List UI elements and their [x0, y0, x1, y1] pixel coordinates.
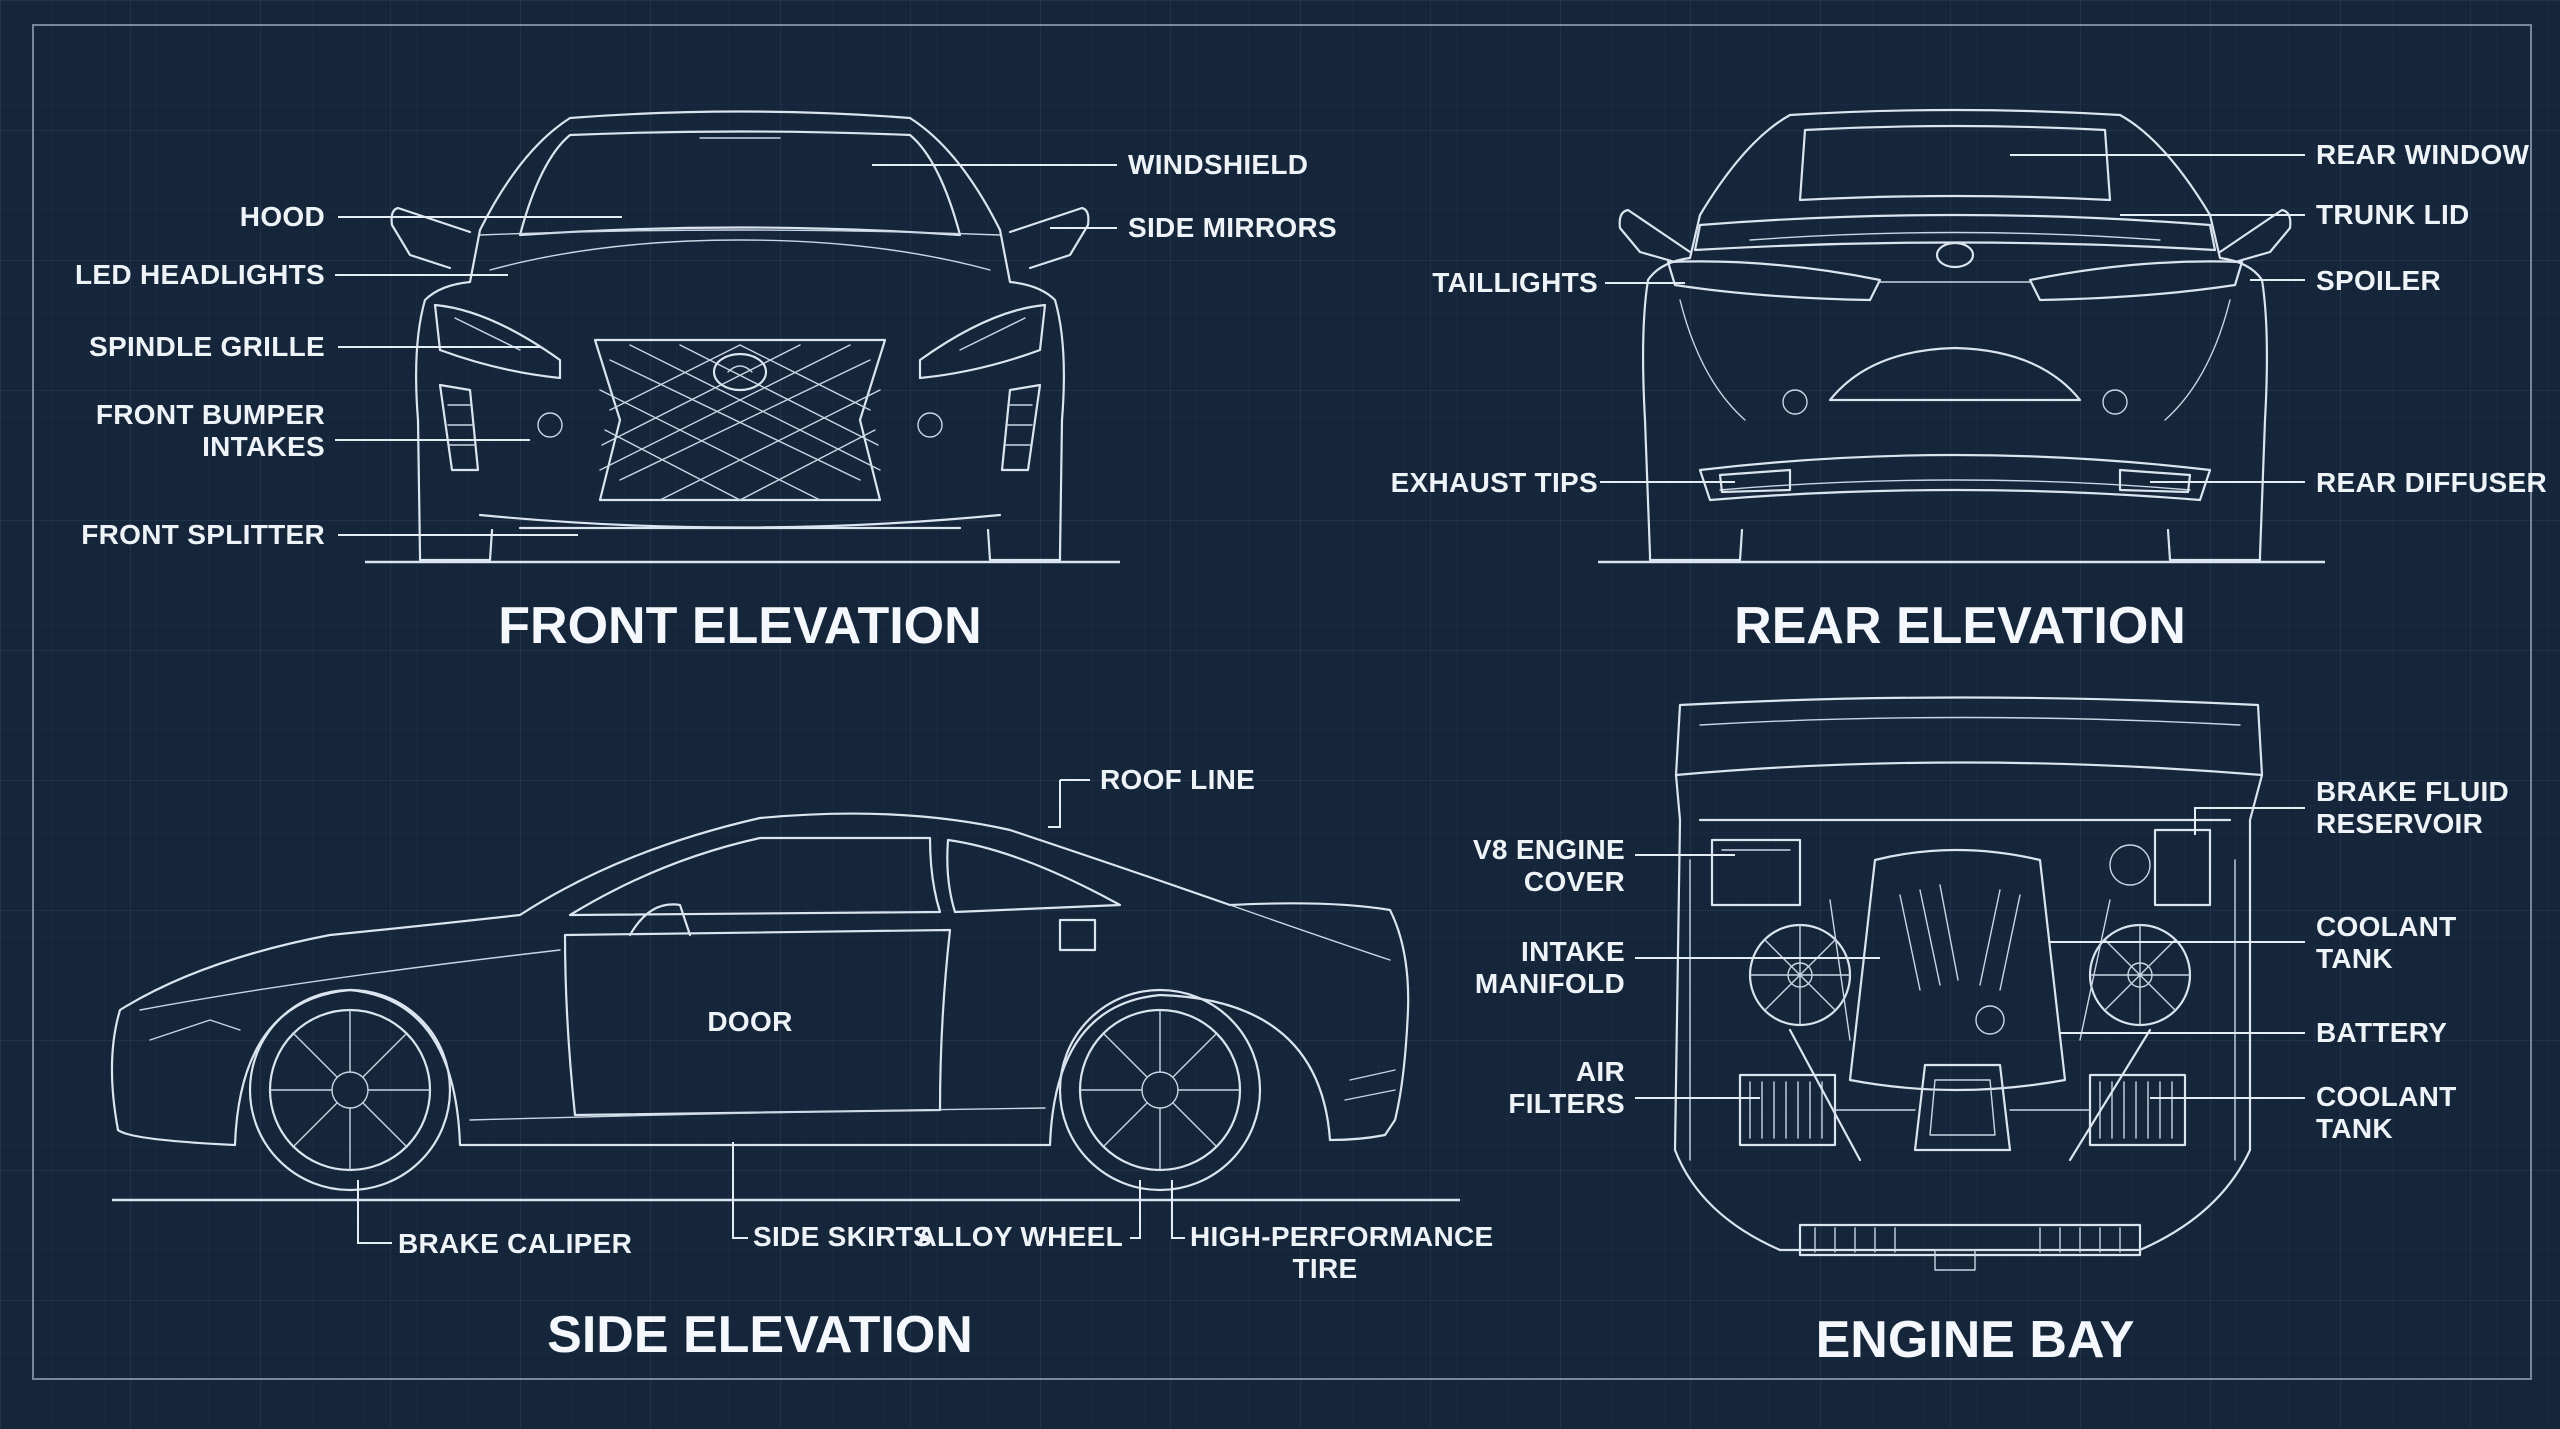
label-brake-fluid-line2: RESERVOIR	[2316, 808, 2484, 839]
label-battery: BATTERY	[2316, 1017, 2448, 1048]
label-intake-line2: MANIFOLD	[1474, 968, 1625, 999]
label-v8-cover-line2: COVER	[1523, 866, 1625, 897]
label-front-bumper-line2: INTAKES	[202, 431, 325, 462]
label-tire-line1: HIGH-PERFORMANCE	[1190, 1221, 1494, 1252]
label-roof-line: ROOF LINE	[1100, 764, 1256, 795]
label-side-skirts: SIDE SKIRTS	[753, 1221, 933, 1252]
label-coolant-tank-b-line1: COOLANT	[2316, 1081, 2457, 1112]
front-view-car	[365, 110, 1120, 564]
label-air-filters-line1: AIR	[1575, 1056, 1625, 1087]
label-led-headlights: LED HEADLIGHTS	[75, 259, 325, 290]
side-view-car	[110, 812, 1460, 1202]
label-door: DOOR	[707, 1006, 793, 1037]
title-front-elevation: FRONT ELEVATION	[498, 597, 982, 655]
label-brake-fluid-line1: BRAKE FLUID	[2316, 776, 2510, 807]
label-rear-diffuser: REAR DIFFUSER	[2316, 467, 2548, 498]
title-engine-bay: ENGINE BAY	[1815, 1311, 2135, 1369]
label-windshield: WINDSHIELD	[1128, 149, 1309, 180]
label-tire-line2: TIRE	[1292, 1253, 1358, 1284]
engine-leaders	[1635, 807, 2305, 1099]
label-intake-line1: INTAKE	[1521, 936, 1625, 967]
label-exhaust-tips: EXHAUST TIPS	[1390, 467, 1598, 498]
label-coolant-tank-a-line2: TANK	[2316, 943, 2393, 974]
label-air-filters-line2: FILTERS	[1508, 1088, 1625, 1119]
label-side-mirrors: SIDE MIRRORS	[1128, 212, 1337, 243]
side-leaders	[357, 779, 1185, 1244]
rear-view-car	[1598, 108, 2325, 564]
front-leaders	[335, 164, 1117, 536]
rear-leaders	[1600, 154, 2305, 483]
label-coolant-tank-b-line2: TANK	[2316, 1113, 2393, 1144]
label-coolant-tank-a-line1: COOLANT	[2316, 911, 2457, 942]
label-hood: HOOD	[239, 201, 325, 232]
label-spoiler: SPOILER	[2316, 265, 2442, 296]
label-v8-cover-line1: V8 ENGINE	[1472, 834, 1625, 865]
title-rear-elevation: REAR ELEVATION	[1734, 597, 2186, 655]
label-alloy-wheel: ALLOY WHEEL	[916, 1221, 1123, 1252]
label-front-bumper-line1: FRONT BUMPER	[95, 399, 325, 430]
blueprint-border	[32, 24, 2532, 1380]
label-taillights: TAILLIGHTS	[1432, 267, 1598, 298]
engine-bay-drawing	[1673, 696, 2264, 1271]
label-spindle-grille: SPINDLE GRILLE	[89, 331, 325, 362]
title-side-elevation: SIDE ELEVATION	[547, 1306, 973, 1364]
label-brake-caliper: BRAKE CALIPER	[398, 1228, 633, 1259]
label-rear-window: REAR WINDOW	[2316, 139, 2530, 170]
label-front-splitter: FRONT SPLITTER	[81, 519, 325, 550]
label-trunk-lid: TRUNK LID	[2316, 199, 2470, 230]
